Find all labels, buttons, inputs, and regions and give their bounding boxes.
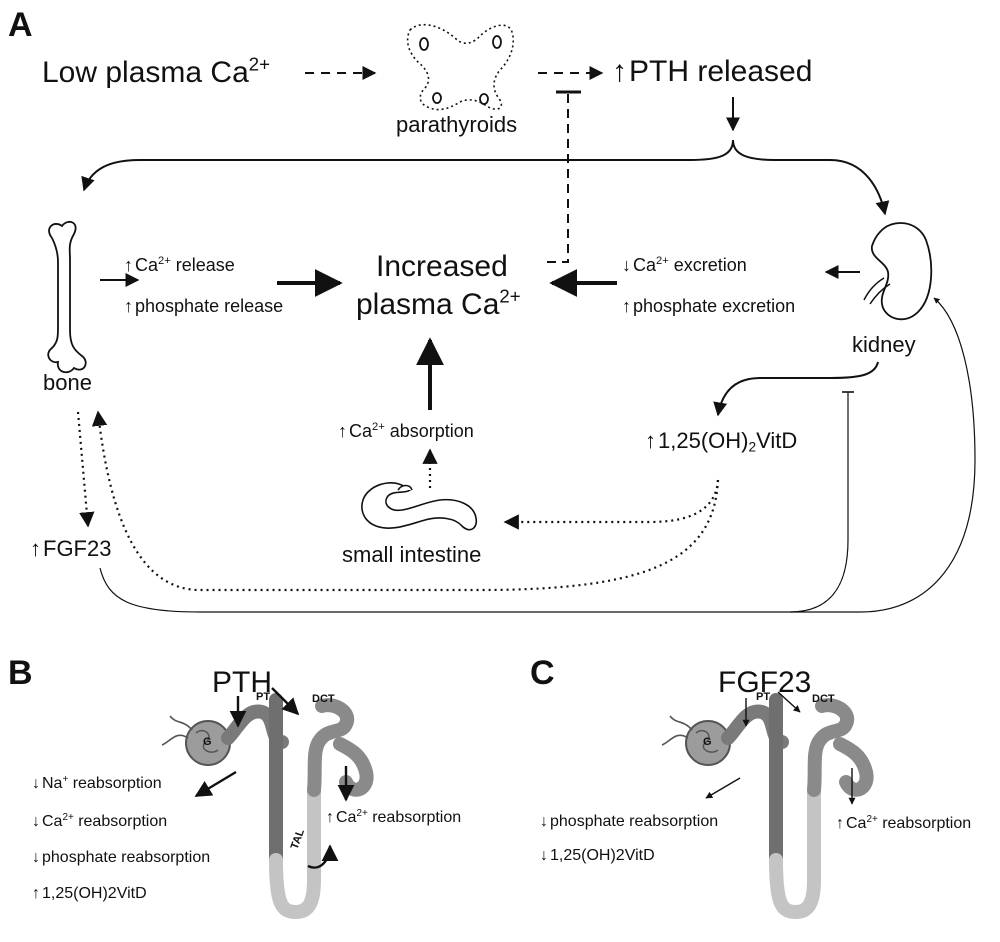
parathyroid-gland-icon <box>406 23 515 111</box>
parathyroids-label: parathyroids <box>396 112 518 137</box>
vitd-label-c: ↓1,25(OH)2VitD <box>540 847 655 864</box>
increased-plasma-ca-line2: plasma Ca2+ <box>356 285 521 321</box>
arrow-fgf23-to-dct <box>777 691 801 713</box>
small-intestine-label: small intestine <box>342 542 482 567</box>
increased-plasma-ca-line1: Increased <box>376 250 508 283</box>
parathyroid-nodules <box>419 35 502 105</box>
glomerulus-label-c: G <box>703 736 712 748</box>
small-intestine-icon <box>361 482 478 531</box>
arrow-bone-to-fgf23 <box>76 411 95 528</box>
kidney-label: kidney <box>852 332 916 357</box>
panel-label-c: C <box>530 654 555 692</box>
arrow-kidney-to-vitd <box>713 361 879 417</box>
pth-released-label: ↑PTH released <box>612 55 813 88</box>
kidney-icon <box>871 222 933 321</box>
ca-absorption-label: ↑Ca2+ absorption <box>338 421 474 441</box>
pt-label-b: PT <box>256 691 271 703</box>
vitd-label: ↑1,25(OH)2VitD <box>645 428 798 455</box>
feedback-inhibition-line <box>547 92 569 263</box>
arrow-pth-to-dct <box>271 687 300 716</box>
vitd-label-b: ↑1,25(OH)2VitD <box>32 885 147 902</box>
arrow-pt-to-phosphate <box>705 777 741 799</box>
arrow-tal-to-ca <box>307 844 339 869</box>
arrow-pt-to-effects <box>194 770 237 798</box>
fgf23-label: ↑FGF23 <box>30 536 112 561</box>
dct-label-c: DCT <box>812 693 835 705</box>
pt-label-c: PT <box>756 691 771 703</box>
glomerulus-label-b: G <box>203 736 212 748</box>
kidney-phosphate-excretion-label: ↑phosphate excretion <box>622 296 796 316</box>
phosphate-reabsorption-label-c: ↓phosphate reabsorption <box>540 813 719 830</box>
nephron-b <box>161 693 374 920</box>
panel-label-b: B <box>8 654 33 692</box>
pth-label-b: PTH <box>212 666 272 699</box>
bone-icon <box>47 220 87 374</box>
kidney-ureter <box>863 277 891 305</box>
dct-ca-reabsorption-label-b: ↑Ca2+ reabsorption <box>326 807 462 826</box>
fgf23-label-c: FGF23 <box>718 666 812 699</box>
bone-label: bone <box>43 370 92 395</box>
bone-ca-release-label: ↑Ca2+ release <box>124 255 235 275</box>
nephron-c <box>661 693 874 920</box>
ca-reabsorption-label-b: ↓Ca2+ reabsorption <box>32 811 168 830</box>
dct-label-b: DCT <box>312 693 335 705</box>
arrow-fgf23-to-kidney <box>99 297 976 613</box>
phosphate-reabsorption-label-b: ↓phosphate reabsorption <box>32 849 211 866</box>
dct-ca-reabsorption-label-c: ↑Ca2+ reabsorption <box>836 813 972 832</box>
arrow-vitd-to-intestine <box>503 479 720 530</box>
panel-label-a: A <box>8 6 33 44</box>
arrow-pth-to-bone <box>81 139 734 192</box>
fgf23-inhibits-vitd-line <box>789 392 849 613</box>
arrow-vitd-to-bone <box>91 410 720 592</box>
arrow-pth-to-kidney <box>732 139 890 216</box>
low-plasma-ca-label: Low plasma Ca2+ <box>42 53 270 89</box>
bone-phosphate-release-label: ↑phosphate release <box>124 296 284 316</box>
na-reabsorption-label: ↓Na+ reabsorption <box>32 773 162 792</box>
kidney-ca-excretion-label: ↓Ca2+ excretion <box>622 255 747 275</box>
